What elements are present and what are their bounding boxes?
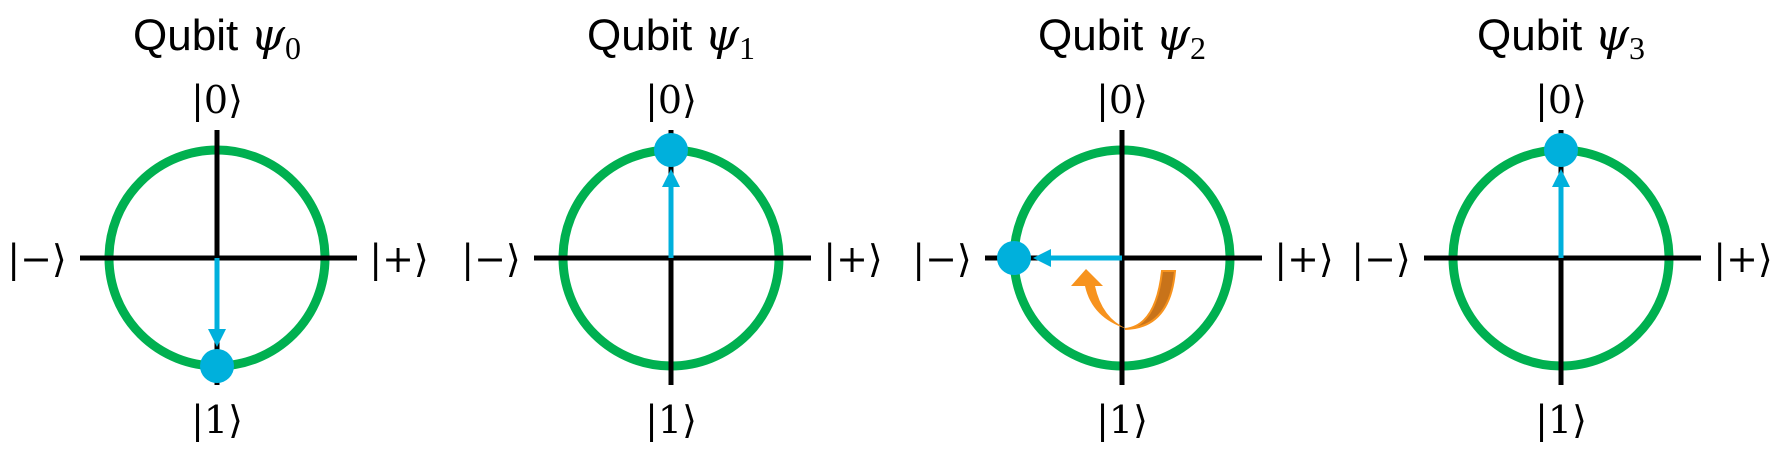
psi-symbol: ψ: [704, 10, 739, 61]
ket-zero-label: |0⟩: [191, 78, 243, 122]
ket-minus-label: |−⟩: [7, 237, 66, 281]
ket-plus-label: |+⟩: [1713, 237, 1772, 281]
ket-one-label: |1⟩: [1535, 398, 1587, 442]
state-vector-arrowhead: [662, 169, 680, 187]
qubit-panel-3: Qubit ψ3 |0⟩ |1⟩ |−⟩ |+⟩: [1351, 10, 1772, 442]
psi-symbol: ψ: [1594, 10, 1629, 61]
ket-minus-label: |−⟩: [912, 237, 971, 281]
state-vector-arrowhead: [1033, 249, 1051, 267]
panel-title: Qubit ψ3: [1477, 10, 1645, 66]
state-vector-arrowhead: [1552, 169, 1570, 187]
title-text: Qubit: [133, 11, 250, 60]
subscript: 3: [1629, 30, 1645, 66]
ket-one-label: |1⟩: [645, 398, 697, 442]
qubit-panel-1: Qubit ψ1 |0⟩ |1⟩ |−⟩ |+⟩: [461, 10, 882, 442]
ket-zero-label: |0⟩: [645, 78, 697, 122]
title-text: Qubit: [1477, 11, 1594, 60]
subscript: 1: [739, 30, 755, 66]
state-vector-arrowhead: [208, 329, 226, 347]
ket-one-label: |1⟩: [1096, 398, 1148, 442]
ket-plus-label: |+⟩: [1274, 237, 1333, 281]
subscript: 2: [1190, 30, 1206, 66]
panel-title: Qubit ψ2: [1038, 10, 1206, 66]
state-point: [654, 133, 688, 167]
rotation-arrow-icon: [1071, 269, 1127, 329]
panel-title: Qubit ψ0: [133, 10, 301, 66]
ket-zero-label: |0⟩: [1535, 78, 1587, 122]
qubit-panel-2: Qubit ψ2 |0⟩ |1⟩ |−⟩ |+⟩: [912, 10, 1333, 442]
ket-minus-label: |−⟩: [1351, 237, 1410, 281]
ket-one-label: |1⟩: [191, 398, 243, 442]
qubit-panel-0: Qubit ψ0 |0⟩ |1⟩ |−⟩ |+⟩: [7, 10, 428, 442]
ket-zero-label: |0⟩: [1096, 78, 1148, 122]
psi-symbol: ψ: [1155, 10, 1190, 61]
psi-symbol: ψ: [250, 10, 285, 61]
state-point: [200, 349, 234, 383]
ket-plus-label: |+⟩: [369, 237, 428, 281]
state-point: [997, 241, 1031, 275]
title-text: Qubit: [587, 11, 704, 60]
panel-title: Qubit ψ1: [587, 10, 755, 66]
title-text: Qubit: [1038, 11, 1155, 60]
ket-plus-label: |+⟩: [823, 237, 882, 281]
subscript: 0: [285, 30, 301, 66]
state-point: [1544, 133, 1578, 167]
rotation-arrow-back: [1124, 270, 1177, 330]
ket-minus-label: |−⟩: [461, 237, 520, 281]
